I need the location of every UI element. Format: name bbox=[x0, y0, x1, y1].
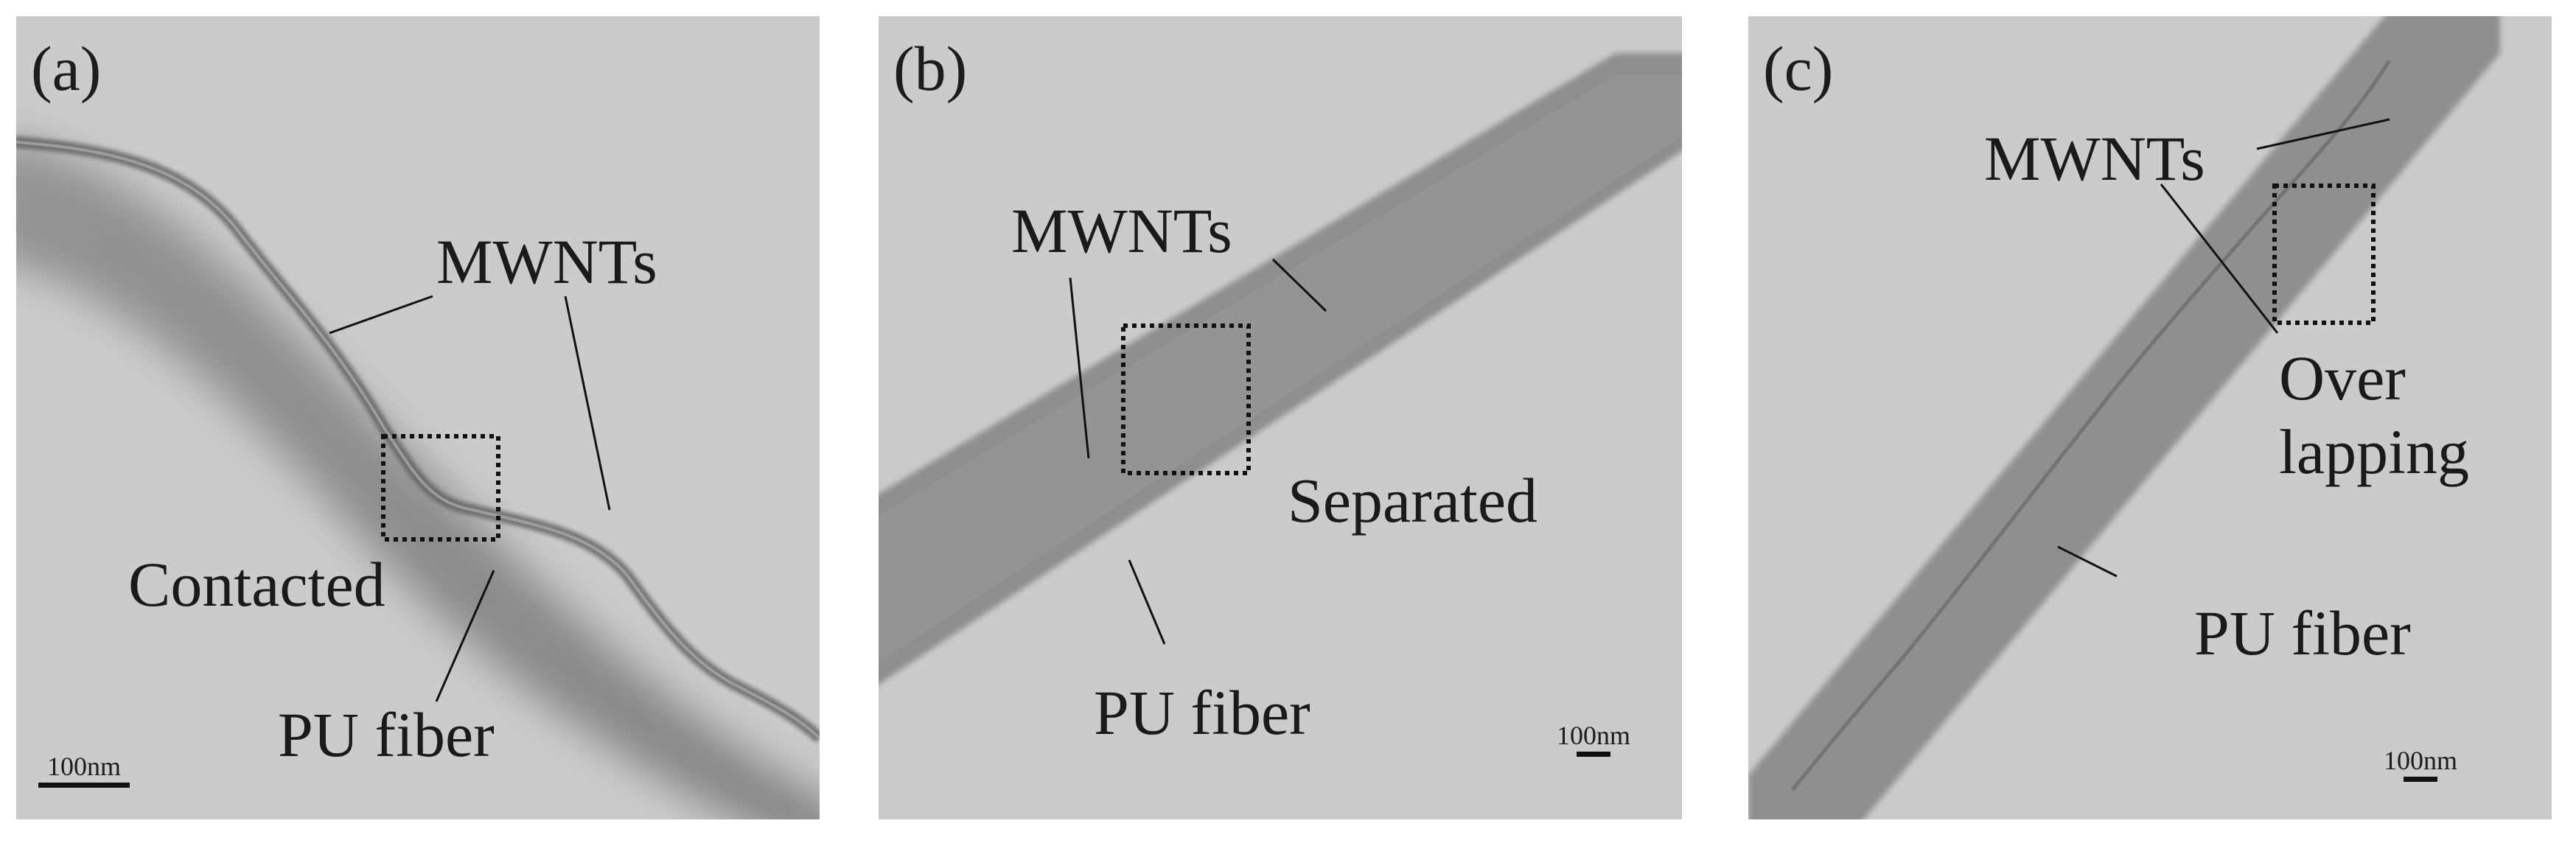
panel-a: (a) MWNTs Contacted PU fiber 100nm bbox=[16, 16, 820, 819]
scale-bar-line bbox=[2404, 777, 2437, 782]
scale-bar-line bbox=[38, 783, 130, 788]
pu-fiber-label: PU fiber bbox=[2194, 598, 2411, 668]
separated-region-box bbox=[1121, 323, 1251, 475]
scale-bar: 100nm bbox=[2375, 747, 2466, 782]
mwnts-label: MWNTs bbox=[1011, 195, 1232, 266]
panel-b: (b) MWNTs Separated PU fiber 100nm bbox=[879, 16, 1682, 819]
mwnts-label: MWNTs bbox=[1984, 123, 2205, 194]
overlapping-label-line2: lapping bbox=[2279, 416, 2469, 487]
pu-fiber-label: PU fiber bbox=[278, 699, 495, 770]
panel-c: (c) MWNTs Over lapping PU fiber 100nm bbox=[1748, 16, 2552, 819]
mwnt-strand bbox=[1791, 59, 2392, 791]
pu-fiber-label: PU fiber bbox=[1094, 677, 1310, 748]
tem-micrograph-b bbox=[879, 53, 1682, 685]
separated-label: Separated bbox=[1288, 465, 1538, 536]
scale-bar-label: 100nm bbox=[2383, 746, 2457, 775]
contact-region-box bbox=[381, 434, 500, 542]
scale-bar-label: 100nm bbox=[46, 752, 121, 781]
panel-label: (b) bbox=[893, 33, 968, 104]
scale-bar: 100nm bbox=[1548, 722, 1639, 757]
overlapping-label-line1: Over bbox=[2279, 343, 2406, 413]
overlap-region-box bbox=[2272, 183, 2376, 325]
scale-bar-line bbox=[1577, 752, 1610, 757]
panel-label: (c) bbox=[1763, 33, 1834, 104]
tem-micrograph-c bbox=[1748, 16, 2500, 819]
scale-bar: 100nm bbox=[38, 753, 130, 788]
contacted-label: Contacted bbox=[128, 549, 385, 620]
panel-label: (a) bbox=[31, 33, 102, 104]
mwnts-label: MWNTs bbox=[436, 226, 657, 297]
scale-bar-label: 100nm bbox=[1556, 721, 1630, 750]
tem-micrograph-a bbox=[16, 136, 820, 819]
